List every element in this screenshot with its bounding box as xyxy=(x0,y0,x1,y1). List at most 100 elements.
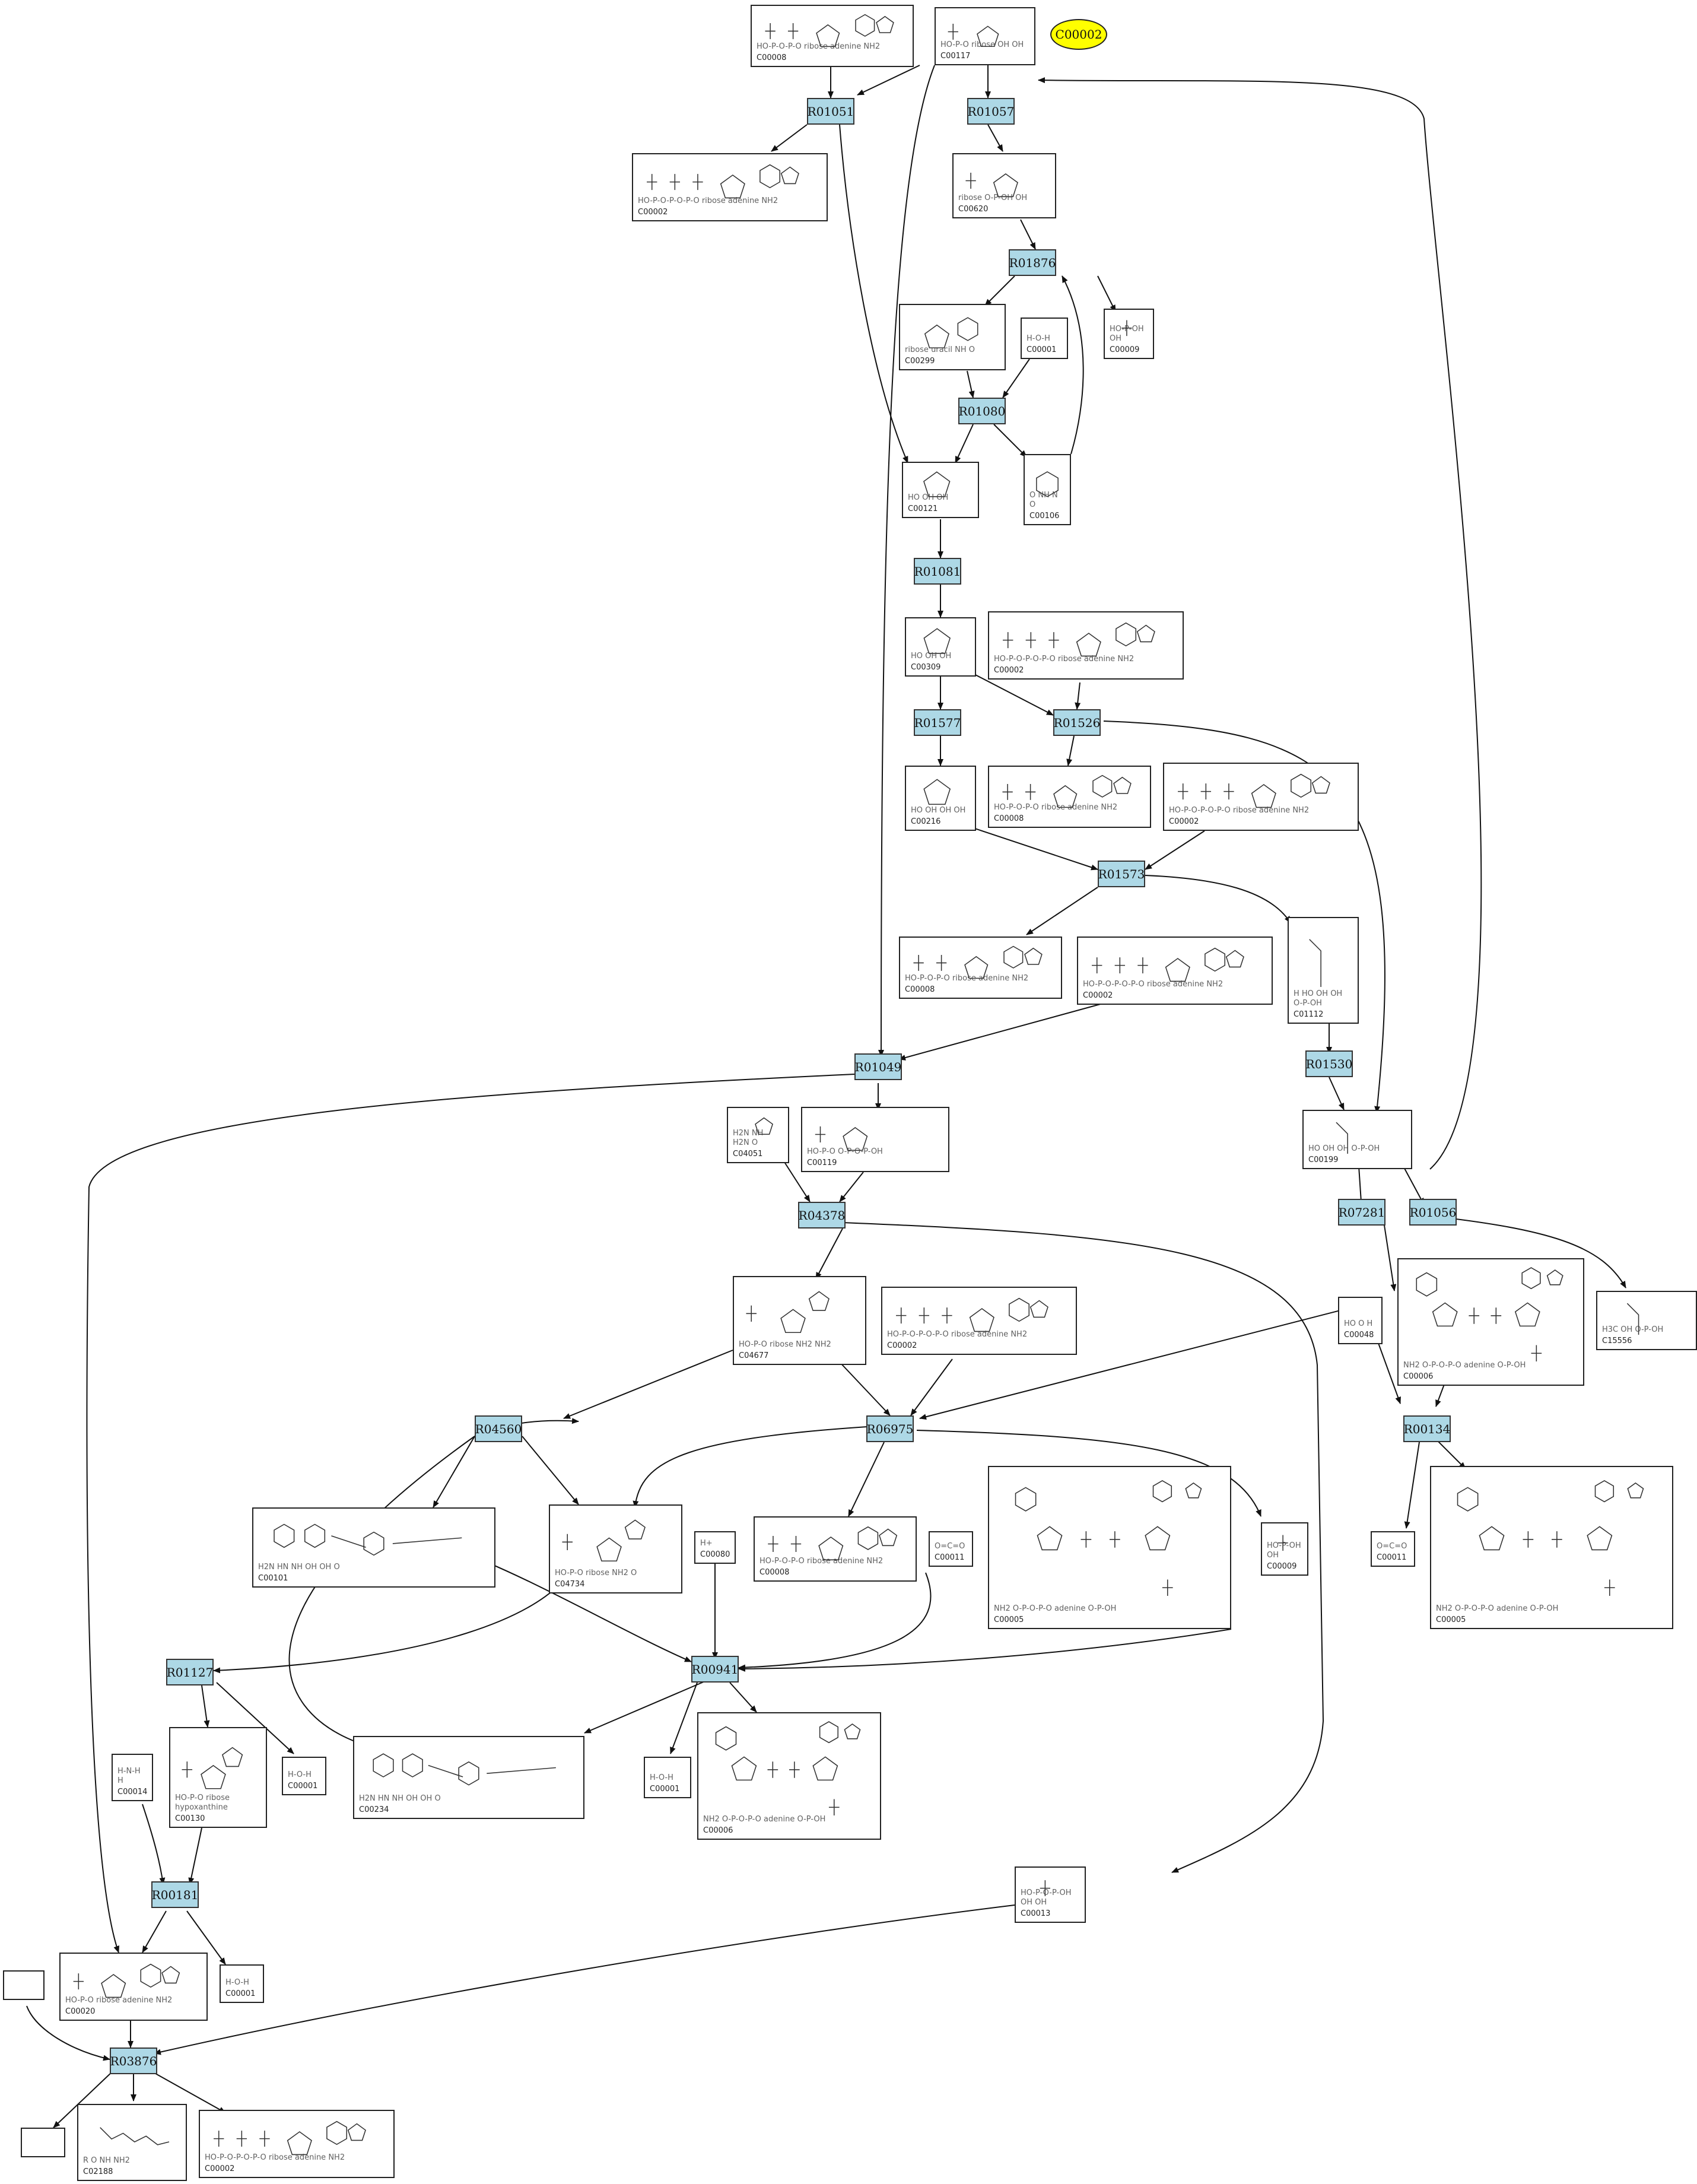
compound-id-label: C00005 xyxy=(994,1615,1024,1624)
reaction-r01049[interactable]: R01049 xyxy=(854,1053,902,1080)
edge xyxy=(848,1442,885,1517)
edge xyxy=(842,1222,1324,1873)
edge xyxy=(783,1160,811,1202)
compound-structure-text: HO-P-O-P-O ribose adenine NH2 xyxy=(759,1556,884,1566)
compound-id-label: C00020 xyxy=(65,2007,96,2016)
compound-id-label: C00006 xyxy=(1403,1372,1434,1381)
reaction-r01081[interactable]: R01081 xyxy=(914,558,961,585)
compound-structure-text: HO OH OH xyxy=(908,493,949,502)
reaction-r03876[interactable]: R03876 xyxy=(110,2048,157,2074)
structure-drawing xyxy=(924,317,978,348)
compound-id-label: C00013 xyxy=(1021,1909,1051,1918)
compound-structure-text: NH2 O-P-O-P-O adenine O-P-OH xyxy=(1436,1604,1559,1613)
compound-structure-text: HO-P-O-P-O-P-O ribose adenine NH2 xyxy=(887,1329,1028,1339)
reaction-r01526[interactable]: R01526 xyxy=(1053,709,1101,736)
reaction-r01876[interactable]: R01876 xyxy=(1009,249,1056,276)
reaction-r01530[interactable]: R01530 xyxy=(1305,1050,1353,1077)
compound-structure-text: H-O-H xyxy=(288,1770,312,1779)
compound-structure-text: HO-P-O O-P-O-P-OH xyxy=(807,1147,883,1156)
edge xyxy=(973,827,1098,871)
compound-structure-text: HO-P-O ribose hypoxanthine xyxy=(175,1793,230,1812)
reaction-r07281[interactable]: R07281 xyxy=(1338,1199,1385,1226)
reaction-r01056[interactable]: R01056 xyxy=(1409,1199,1457,1226)
compound-structure-text: HO-P-O-P-O-P-O ribose adenine NH2 xyxy=(994,654,1134,664)
compound-id-label: C00001 xyxy=(288,1782,318,1791)
reaction-r04378[interactable]: R04378 xyxy=(798,1202,846,1228)
reaction-r01577[interactable]: R01577 xyxy=(914,709,961,736)
compound-structure-text: HO-P-OH OH xyxy=(1267,1541,1301,1560)
reaction-r01057[interactable]: R01057 xyxy=(967,98,1015,125)
empty-compound-box[interactable] xyxy=(21,2128,65,2157)
reaction-r06975[interactable]: R06975 xyxy=(866,1415,914,1442)
compound-id-label: C00011 xyxy=(935,1553,965,1562)
reaction-r01573[interactable]: R01573 xyxy=(1098,861,1145,887)
compound-structure-text: H-O-H xyxy=(650,1773,673,1782)
edge xyxy=(1020,219,1036,250)
reaction-r01051[interactable]: R01051 xyxy=(807,98,854,125)
reaction-r00181[interactable]: R00181 xyxy=(151,1881,199,1908)
reaction-r01080[interactable]: R01080 xyxy=(958,398,1006,424)
compound-structure-text: HO-P-O-P-O-P-O ribose adenine NH2 xyxy=(1169,805,1310,815)
edge xyxy=(1435,1382,1445,1407)
compound-id-label: C00014 xyxy=(117,1788,148,1796)
edge xyxy=(738,1629,1232,1672)
structure-drawing xyxy=(746,1291,830,1334)
compound-box-c00001-b[interactable]: H-O-H C00001 xyxy=(282,1757,326,1795)
compound-id-label: C00130 xyxy=(175,1814,205,1823)
reaction-r04560[interactable]: R04560 xyxy=(475,1415,522,1442)
empty-compound-box[interactable] xyxy=(3,1970,45,2000)
structure-drawing xyxy=(913,945,1043,979)
reaction-r01127[interactable]: R01127 xyxy=(166,1659,214,1685)
compound-structure-text: HO-P-O-P-O ribose adenine NH2 xyxy=(905,973,1029,983)
edge xyxy=(910,1358,953,1416)
reaction-r00941[interactable]: R00941 xyxy=(691,1656,739,1683)
compound-structure-text: H2N HN NH OH OH O xyxy=(258,1562,340,1572)
compound-box-c00080[interactable]: H+C00080 xyxy=(694,1531,736,1564)
reaction-r00134[interactable]: R00134 xyxy=(1403,1415,1451,1442)
